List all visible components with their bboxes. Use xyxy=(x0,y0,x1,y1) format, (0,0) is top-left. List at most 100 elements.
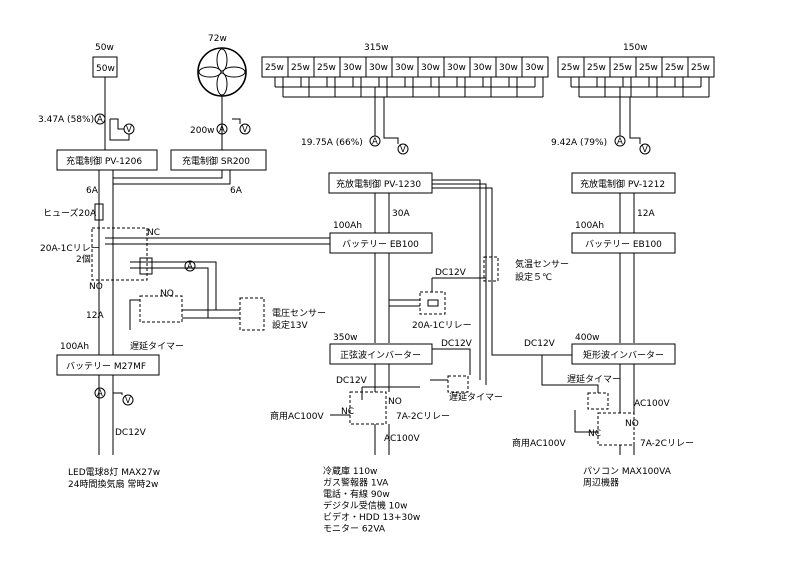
mid-group-total: 315w xyxy=(364,43,389,53)
controller-pv1230-label: 充放電制御 PV-1230 xyxy=(336,178,421,190)
left-dc-label: DC12V xyxy=(115,428,147,438)
voltmeter-label: V xyxy=(642,145,648,155)
right-current: 9.42A (79%) xyxy=(551,138,607,148)
battery-eb100-right xyxy=(571,232,676,254)
temp-setting: 設定５℃ xyxy=(515,271,552,283)
panel-cell-watt: 25w xyxy=(291,63,310,73)
panel-cell-watt: 30w xyxy=(343,63,362,73)
panel-cell-watt: 25w xyxy=(587,63,606,73)
relay-2c-right-box xyxy=(597,412,635,446)
mid-nc: NC xyxy=(341,407,354,417)
ammeter-icon xyxy=(216,123,228,135)
relay-no: NO xyxy=(89,282,103,292)
ammeter-label: A xyxy=(372,137,378,147)
relay-no-lower: NO xyxy=(160,289,174,299)
battery-m27mf-label: バッテリー M27MF xyxy=(66,361,146,372)
panel-cell-watt: 30w xyxy=(447,63,466,73)
delay-timer-mid-box xyxy=(447,375,469,393)
relay-small-label: 20A-1Cリレー xyxy=(412,321,472,331)
controller-pv1212-label: 充放電制御 PV-1212 xyxy=(580,178,665,190)
voltage-sensor-label: 電圧センサー xyxy=(272,308,326,319)
ammeter-label: A xyxy=(617,137,623,147)
voltmeter-label: V xyxy=(126,125,132,135)
ammeter-label: A xyxy=(97,389,103,399)
panel-cell-watt: 30w xyxy=(499,63,518,73)
mid-ac-out: AC100V xyxy=(384,434,420,444)
mid-mains: 商用AC100V xyxy=(270,410,324,422)
mid-no: NO xyxy=(388,397,402,407)
panel-cell-watt: 25w xyxy=(561,63,580,73)
wind-turbine-icon xyxy=(197,47,247,97)
temp-sensor-label: 気温センサー xyxy=(515,258,569,270)
panel-cell-watt: 25w xyxy=(665,63,684,73)
voltmeter-icon xyxy=(397,143,409,155)
panel-cell-watt: 30w xyxy=(369,63,388,73)
right-dc: DC12V xyxy=(524,339,556,349)
controller-sr200-label: 充電制御 SR200 xyxy=(182,155,250,167)
voltage-setting: 設定13V xyxy=(272,319,308,331)
panel-cell-watt: 25w xyxy=(691,63,710,73)
mid-inv-power: 350w xyxy=(333,333,358,343)
left-current: 3.47A (58%) xyxy=(38,115,94,125)
load-item: モニター 62VA xyxy=(323,524,386,535)
ammeter-icon xyxy=(184,260,196,272)
relay-20a-1c xyxy=(91,227,148,281)
controller-pv1206 xyxy=(56,149,158,171)
battery-eb100-mid xyxy=(329,232,433,254)
ammeter-label: A xyxy=(187,262,193,272)
left-lamp-cell: 50w xyxy=(96,64,115,74)
current-30a: 30A xyxy=(392,209,410,219)
left-load-line2: 24時間換気扇 常時2w xyxy=(68,478,158,490)
battery-eb100-right-label: バッテリー EB100 xyxy=(585,239,662,250)
panel-cell-watt: 25w xyxy=(639,63,658,73)
right-mains: 商用AC100V xyxy=(512,437,566,449)
load-item: 電話・有線 90w xyxy=(323,488,390,500)
load-item: パソコン MAX100VA xyxy=(583,466,672,477)
wind-power: 200w xyxy=(190,126,215,136)
current-12a-left: 12A xyxy=(86,311,104,321)
controller-sr200 xyxy=(170,149,267,171)
panel-cell-watt: 30w xyxy=(421,63,440,73)
controller-pv1212 xyxy=(571,172,676,194)
fuse-label: ヒューズ20A xyxy=(43,207,97,219)
panel-cell-watt: 30w xyxy=(395,63,414,73)
voltmeter-icon xyxy=(239,123,251,135)
panel-cell-watt: 25w xyxy=(317,63,336,73)
delay-timer-right: 遅延タイマー xyxy=(567,373,621,385)
right-no: NO xyxy=(625,419,639,429)
right-group-total: 150w xyxy=(623,43,648,53)
load-item: デジタル受信機 10w xyxy=(323,500,408,512)
battery-left-cap: 100Ah xyxy=(60,342,89,352)
ammeter-icon xyxy=(94,387,106,399)
panel-cell-watt: 25w xyxy=(613,63,632,73)
voltmeter-label: V xyxy=(400,145,406,155)
voltmeter-icon xyxy=(122,394,134,406)
load-item: 周辺機器 xyxy=(583,477,619,489)
current-6a-left: 6A xyxy=(86,186,99,196)
relay-label: 20A-1Cリレー xyxy=(40,244,100,254)
delay-timer-mid: 遅延タイマー xyxy=(449,391,503,403)
ammeter-icon xyxy=(614,135,626,147)
controller-pv1206-label: 充電制御 PV-1206 xyxy=(66,155,142,167)
ammeter-label: A xyxy=(219,125,225,135)
relay-2c-mid: 7A-2Cリレー xyxy=(396,412,450,422)
relay-nc: NC xyxy=(147,228,160,238)
ammeter-label: A xyxy=(97,115,103,125)
relay-2c-mid-box xyxy=(349,391,387,425)
battery-mid-cap: 100Ah xyxy=(333,221,362,231)
voltage-sensor-box xyxy=(239,297,265,331)
right-inv-power: 400w xyxy=(575,333,600,343)
relay-qty: 2個 xyxy=(76,253,91,265)
mid-dc-relay: DC12V xyxy=(336,376,368,386)
panel-cell-watt: 30w xyxy=(473,63,492,73)
ammeter-icon xyxy=(369,135,381,147)
panel-cell-watt: 30w xyxy=(525,63,544,73)
mid-dc-inv: DC12V xyxy=(441,339,473,349)
relay-small-box xyxy=(419,291,446,315)
battery-right-cap: 100Ah xyxy=(575,221,604,231)
right-ac-in: AC100V xyxy=(634,399,670,409)
right-nc: NC xyxy=(588,429,601,439)
temp-sensor-box xyxy=(483,256,499,282)
